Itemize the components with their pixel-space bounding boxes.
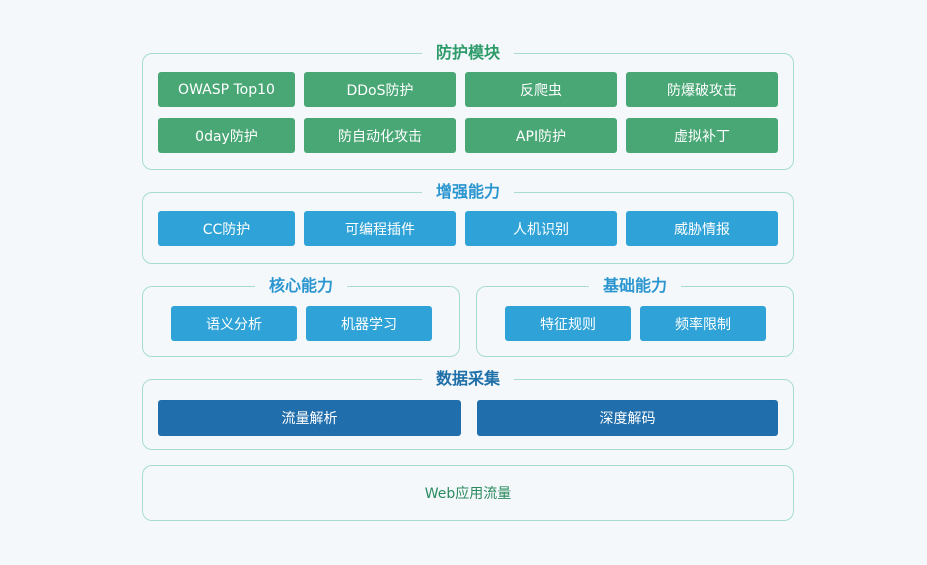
signature-rules-box: 特征规则 <box>505 306 631 341</box>
data-collection-panel: 数据采集 流量解析 深度解码 <box>142 368 794 450</box>
anti-bruteforce-box: 防爆破攻击 <box>626 72 778 107</box>
semantic-analysis-box: 语义分析 <box>171 306 297 341</box>
deep-decoding-box: 深度解码 <box>477 400 778 436</box>
core-capability-title: 核心能力 <box>254 275 348 297</box>
protection-module-panel: 防护模块 OWASP Top10 DDoS防护 反爬虫 防爆破攻击 0day防护… <box>142 42 794 170</box>
basic-capability-title: 基础能力 <box>588 275 682 297</box>
machine-learning-box: 机器学习 <box>306 306 432 341</box>
anti-crawler-box: 反爬虫 <box>465 72 617 107</box>
rate-limit-box: 频率限制 <box>640 306 766 341</box>
enhanced-capability-panel: 增强能力 CC防护 可编程插件 人机识别 威胁情报 <box>142 181 794 264</box>
web-traffic-panel: Web应用流量 <box>142 465 794 521</box>
api-protection-box: API防护 <box>465 118 617 153</box>
zero-day-protection-box: 0day防护 <box>158 118 295 153</box>
core-capability-panel: 核心能力 语义分析 机器学习 <box>142 275 460 357</box>
basic-capability-panel: 基础能力 特征规则 频率限制 <box>476 275 794 357</box>
anti-automation-box: 防自动化攻击 <box>304 118 456 153</box>
human-machine-recognition-box: 人机识别 <box>465 211 617 246</box>
virtual-patch-box: 虚拟补丁 <box>626 118 778 153</box>
protection-module-title: 防护模块 <box>421 42 515 64</box>
cc-protection-box: CC防护 <box>158 211 295 246</box>
owasp-top10-box: OWASP Top10 <box>158 72 295 107</box>
enhanced-capability-title: 增强能力 <box>421 181 515 203</box>
programmable-plugin-box: 可编程插件 <box>304 211 456 246</box>
data-collection-title: 数据采集 <box>421 368 515 390</box>
web-traffic-label: Web应用流量 <box>424 486 512 502</box>
traffic-parsing-box: 流量解析 <box>158 400 461 436</box>
ddos-protection-box: DDoS防护 <box>304 72 456 107</box>
threat-intelligence-box: 威胁情报 <box>626 211 778 246</box>
